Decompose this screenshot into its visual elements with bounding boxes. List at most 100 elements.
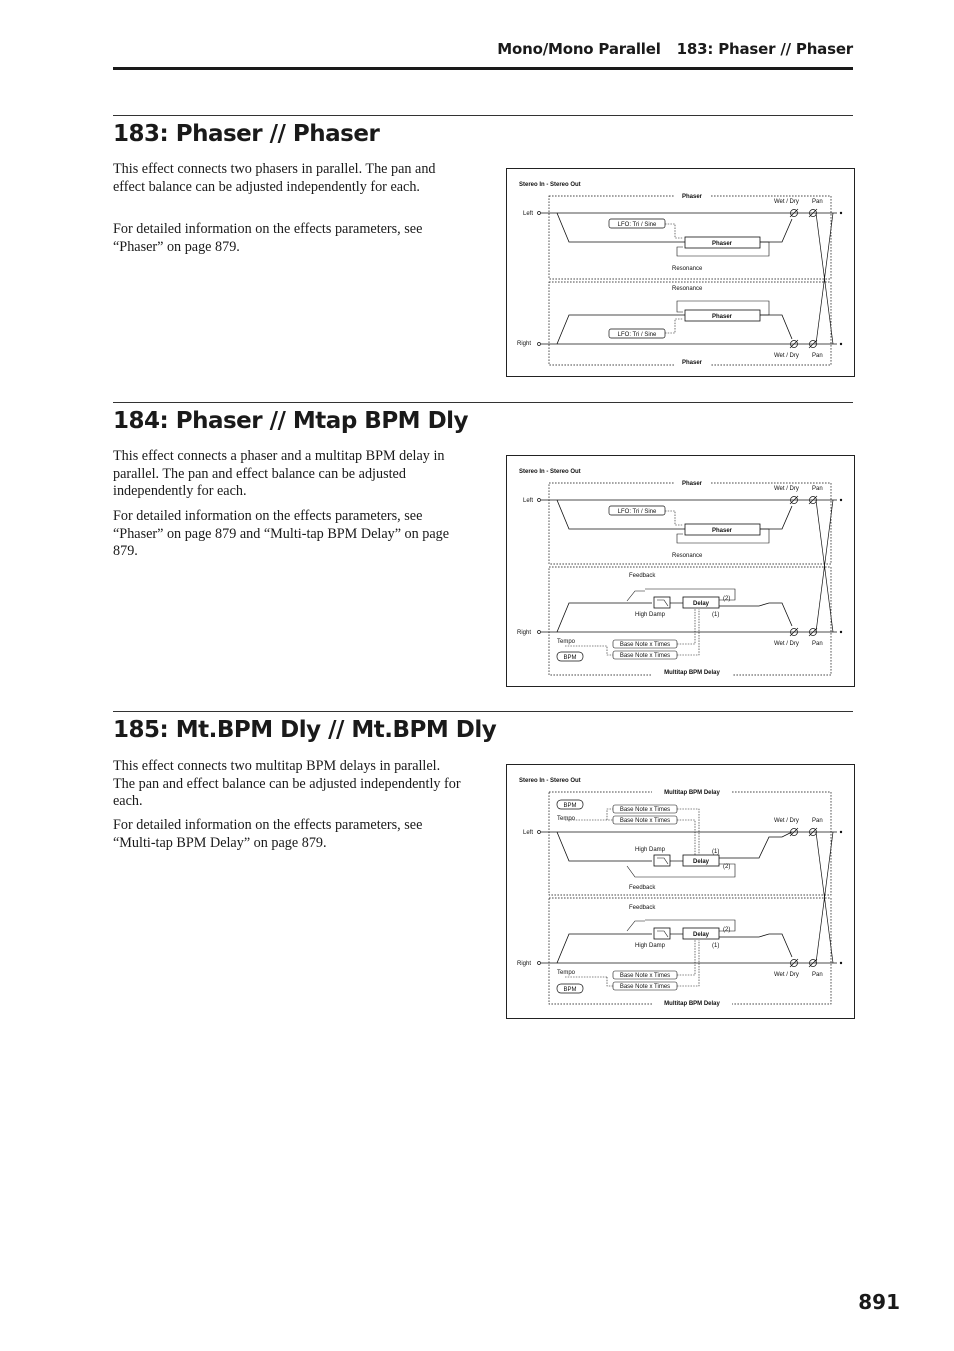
section-rule <box>113 402 853 403</box>
pan-label: Pan <box>812 818 823 824</box>
section-rule <box>113 711 853 712</box>
wet-dry-knob <box>790 959 798 967</box>
header-left: Mono/Mono Parallel <box>497 40 661 58</box>
delay-label: Delay <box>693 601 710 607</box>
base-note-label: Base Note x Times <box>620 642 670 648</box>
section-paragraph: For detailed information on the effects … <box>113 508 450 560</box>
phaser-phaser-diagram: Stereo In - Stereo Out Phaser Phaser Lef… <box>506 168 855 377</box>
phaser-box <box>684 523 761 536</box>
phaser-box-label: Phaser <box>712 314 733 320</box>
resonance-label: Resonance <box>672 286 703 292</box>
delay-box <box>682 854 720 867</box>
wet-dry-label: Wet / Dry <box>774 353 799 359</box>
base-note-label: Base Note x Times <box>620 653 670 659</box>
delay-box <box>682 596 720 609</box>
mtap-block-top <box>548 791 832 896</box>
block-label: Phaser <box>682 360 703 366</box>
phaser-block-bottom <box>548 281 832 366</box>
high-damp-label: High Damp <box>635 612 666 618</box>
pan-knob <box>809 628 817 636</box>
high-damp-label: High Damp <box>635 943 666 949</box>
base-note-label: Base Note x Times <box>620 818 670 824</box>
resonance-label: Resonance <box>672 266 703 272</box>
wet-dry-knob <box>790 628 798 636</box>
mtap-block <box>548 566 832 676</box>
section-title: 185: Mt.BPM Dly // Mt.BPM Dly <box>113 717 497 743</box>
tap2-label: (2) <box>723 864 730 870</box>
wet-dry-label: Wet / Dry <box>774 972 799 978</box>
io-label: Stereo In - Stereo Out <box>519 182 581 188</box>
input-left-label: Left <box>523 830 533 836</box>
base-note-label: Base Note x Times <box>620 973 670 979</box>
tempo-label: Tempo <box>557 639 576 645</box>
section-paragraph: For detailed information on the effects … <box>113 817 423 851</box>
input-left-label: Left <box>523 498 533 504</box>
header-rule <box>113 67 853 70</box>
block-label: Multitap BPM Delay <box>664 790 720 796</box>
pan-knob <box>809 496 817 504</box>
tap1-label: (1) <box>712 849 719 855</box>
wet-dry-label: Wet / Dry <box>774 199 799 205</box>
bpm-badge <box>556 983 584 994</box>
delay-label: Delay <box>693 859 710 865</box>
input-left-label: Left <box>523 211 533 217</box>
bpm-label: BPM <box>563 803 576 809</box>
high-damp-filter <box>653 596 671 609</box>
mtap-block-bottom <box>548 897 832 1005</box>
section-paragraph: This effect connects two multitap BPM de… <box>113 758 461 810</box>
phaser-mtap-diagram: Stereo In - Stereo Out Phaser Multitap B… <box>506 455 855 687</box>
wet-dry-label: Wet / Dry <box>774 486 799 492</box>
base-note-label: Base Note x Times <box>620 807 670 813</box>
pan-knob <box>809 959 817 967</box>
phaser-block <box>548 482 832 565</box>
lfo-label: LFO: Tri / Sine <box>618 509 657 515</box>
input-right-label: Right <box>517 961 531 967</box>
lfo-label: LFO: Tri / Sine <box>618 222 657 228</box>
phaser-box <box>684 236 761 249</box>
input-right-label: Right <box>517 630 531 636</box>
pan-knob <box>809 209 817 217</box>
section-title: 184: Phaser // Mtap BPM Dly <box>113 408 469 434</box>
block-label: Multitap BPM Delay <box>664 1001 720 1007</box>
delay-label: Delay <box>693 932 710 938</box>
feedback-label: Feedback <box>629 905 656 911</box>
io-label: Stereo In - Stereo Out <box>519 778 581 784</box>
tap2-label: (2) <box>723 927 730 933</box>
pan-label: Pan <box>812 353 823 359</box>
section-rule <box>113 115 853 116</box>
feedback-label: Feedback <box>629 885 656 891</box>
section-paragraph: This effect connects a phaser and a mult… <box>113 448 445 500</box>
tap1-label: (1) <box>712 612 719 618</box>
pan-knob <box>809 828 817 836</box>
input-right-label: Right <box>517 341 531 347</box>
block-label: Phaser <box>682 194 703 200</box>
wet-dry-knob <box>790 828 798 836</box>
bpm-badge <box>556 799 584 810</box>
resonance-label: Resonance <box>672 553 703 559</box>
pan-label: Pan <box>812 972 823 978</box>
wet-dry-knob <box>790 209 798 217</box>
tempo-label: Tempo <box>557 970 576 976</box>
bpm-label: BPM <box>563 655 576 661</box>
phaser-box <box>684 309 761 322</box>
base-note-label: Base Note x Times <box>620 984 670 990</box>
section-paragraph: This effect connects two phasers in para… <box>113 161 436 195</box>
wet-dry-knob <box>790 340 798 348</box>
bpm-badge <box>556 651 584 662</box>
mtap-mtap-diagram: Stereo In - Stereo Out Multitap BPM Dela… <box>506 764 855 1019</box>
section-title: 183: Phaser // Phaser <box>113 121 380 147</box>
pan-label: Pan <box>812 486 823 492</box>
phaser-box-label: Phaser <box>712 241 733 247</box>
wet-dry-label: Wet / Dry <box>774 641 799 647</box>
bpm-label: BPM <box>563 987 576 993</box>
tap2-label: (2) <box>723 596 730 602</box>
feedback-label: Feedback <box>629 573 656 579</box>
page-number: 891 <box>858 1290 900 1314</box>
tempo-label: Tempo <box>557 816 576 822</box>
delay-box <box>682 927 720 940</box>
lfo-label: LFO: Tri / Sine <box>618 332 657 338</box>
block-label: Phaser <box>682 481 703 487</box>
block-label: Multitap BPM Delay <box>664 670 720 676</box>
pan-label: Pan <box>812 641 823 647</box>
